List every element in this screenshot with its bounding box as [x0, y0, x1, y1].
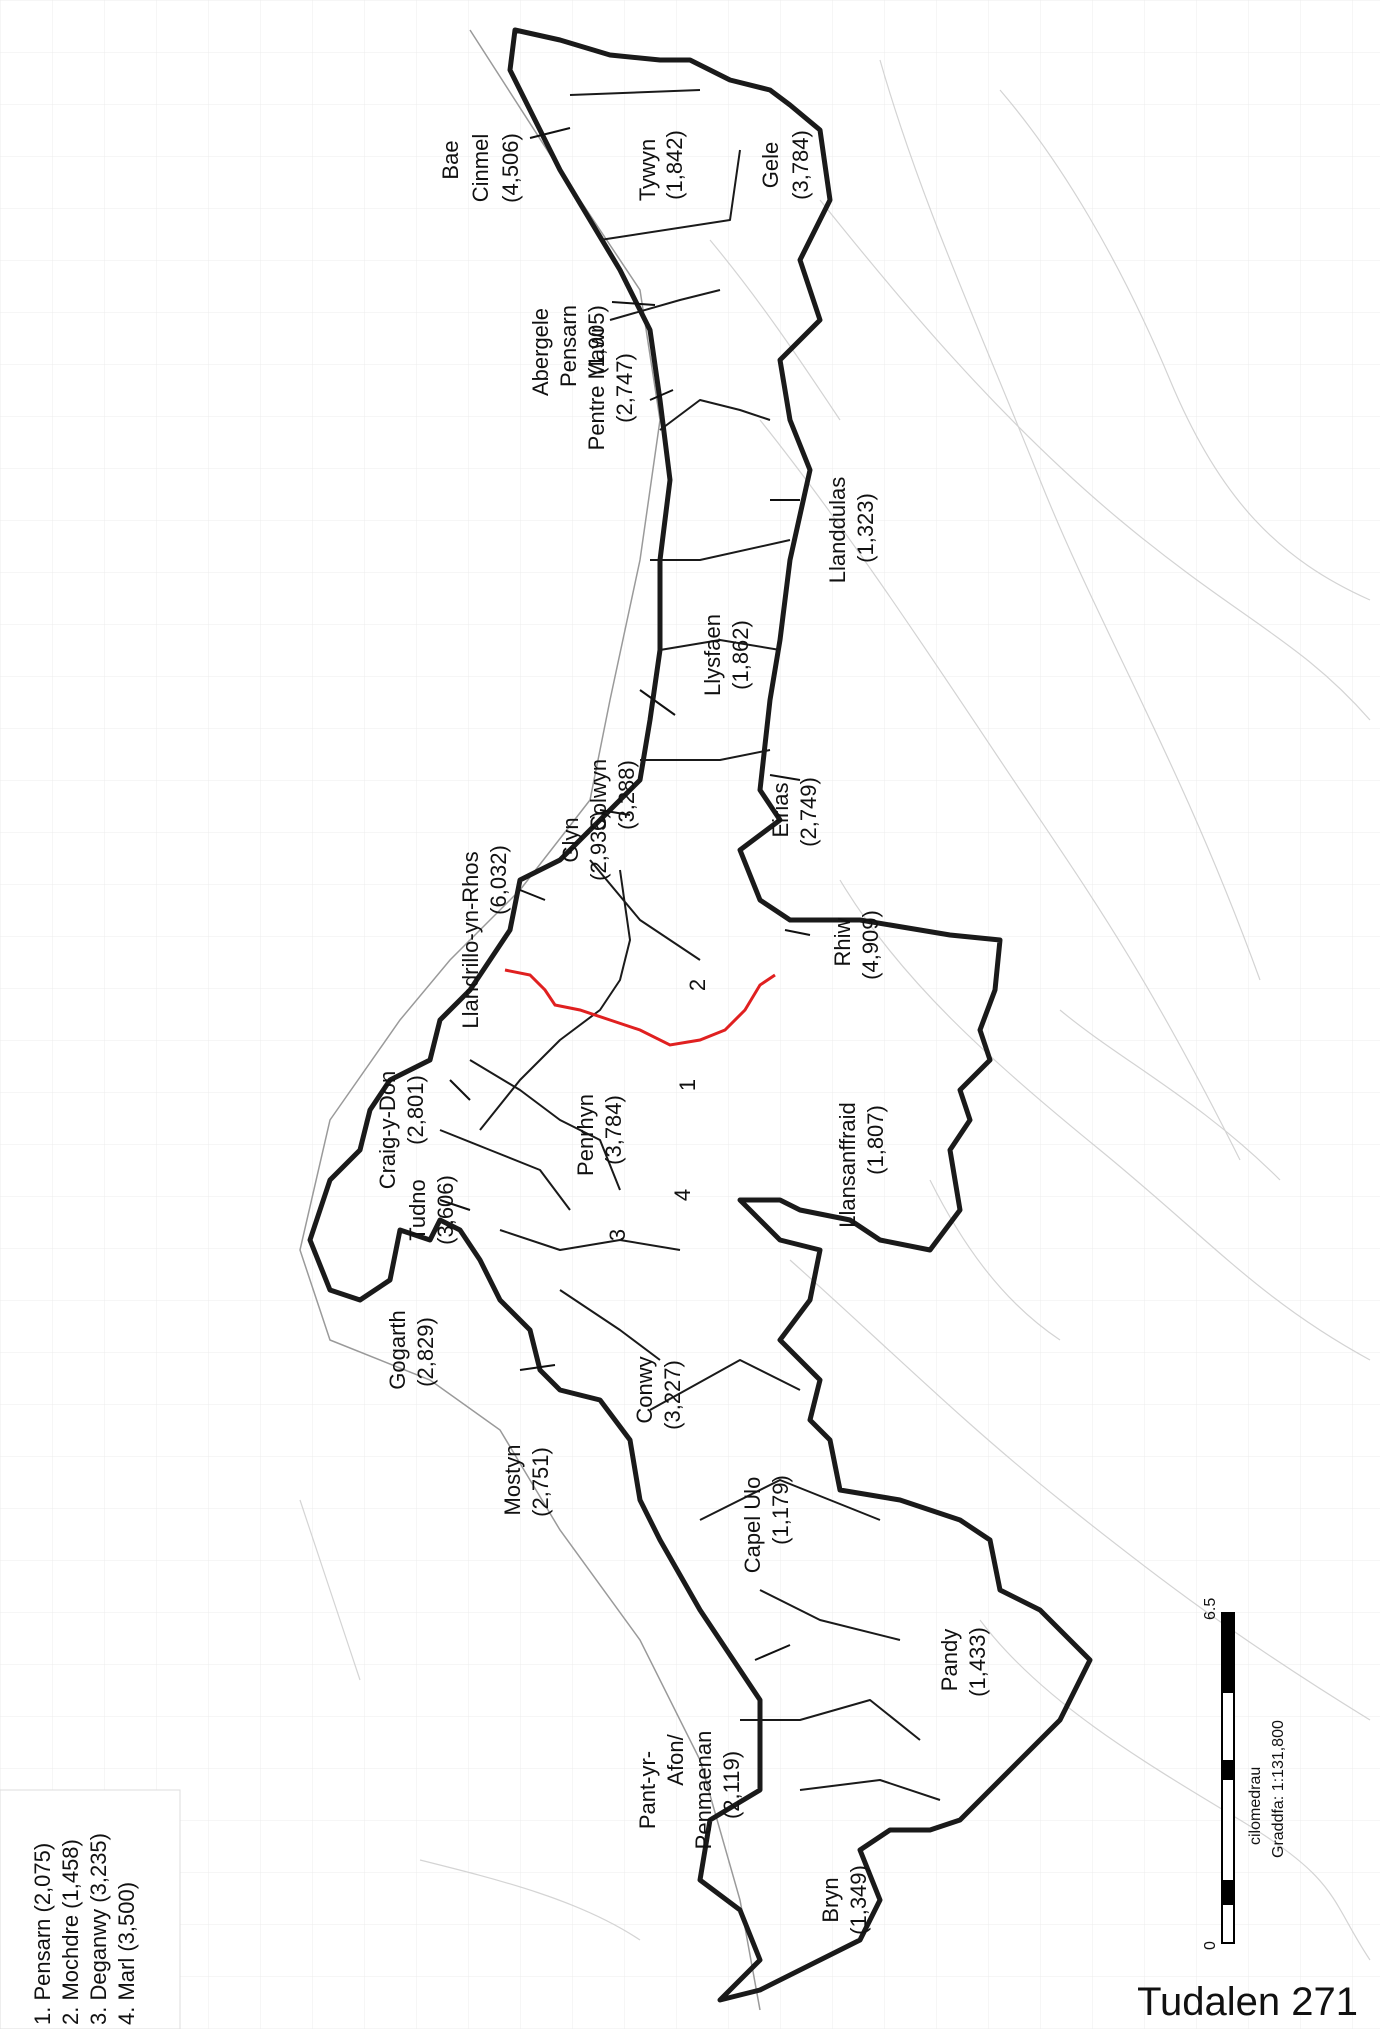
ward-label-abergele-pensarn-name: Abergele [528, 308, 553, 396]
scale-unit-label: cilomedrau [1247, 1767, 1264, 1845]
ward-label-penrhyn-name: Penrhyn [573, 1094, 598, 1176]
ward-label-pant-yr-afon-name: Pant-yr- [635, 1751, 660, 1829]
ward-label-tywyn-pop: (1,842) [662, 130, 687, 200]
ward-number-4: 4 [670, 1189, 695, 1201]
ward-label-bae-cinmel-pop: (4,506) [498, 133, 523, 203]
ward-label-glyn-pop: (2,935) [586, 811, 611, 881]
ward-label-bryn-pop: (1,349) [846, 1865, 871, 1935]
ward-number-3: 3 [605, 1229, 630, 1241]
legend-item-3: 3. Deganwy (3,235) [86, 1833, 111, 2025]
legend-item-1: 1. Pensarn (2,075) [30, 1843, 55, 2025]
coastline [299, 29, 761, 2011]
scale-seg-3 [1222, 1880, 1234, 1905]
ward-label-colwyn-name: Colwyn [586, 759, 611, 831]
ward-label-gogarth-pop: (2,829) [413, 1317, 438, 1387]
legend-item-4: 4. Marl (3,500) [114, 1882, 139, 2025]
ward-label-glyn-name: Glyn [558, 817, 583, 862]
ward-label-pant-yr-afon-name2: Afon/ [663, 1733, 688, 1785]
ward-label-rhiw-pop: (4,909) [858, 910, 883, 980]
ward-label-pandy-name: Pandy [937, 1629, 962, 1691]
ward-label-bae-cinmel-name: Bae [438, 140, 463, 179]
ward-label-llanddulas-pop: (1,323) [853, 493, 878, 563]
scale-seg-1 [1222, 1613, 1234, 1693]
leader-lines [439, 127, 811, 1661]
ward-label-gele-name: Gele [758, 142, 783, 188]
ward-label-eirias-name: Eirias [768, 782, 793, 837]
ward-label-llandrillo-pop: (6,032) [486, 845, 511, 915]
ward-label-craig-y-don-pop: (2,801) [403, 1075, 428, 1145]
ward-label-tywyn-name: Tywyn [635, 139, 660, 201]
legend: 1. Pensarn (2,075) 2. Mochdre (1,458) 3.… [0, 1789, 181, 2029]
ward-label-penrhyn-pop: (3,784) [601, 1095, 626, 1165]
ward-label-llysfaen-pop: (1,862) [728, 620, 753, 690]
ward-label-pant-yr-afon-pop: (2,119) [719, 1751, 744, 1819]
scale-start-label: 0 [1202, 1941, 1219, 1950]
ward-label-bae-cinmel-name2: Cinmel [468, 134, 493, 202]
legend-box [0, 1789, 181, 2029]
ward-label-llandrillo-name: Llandrillo-yn-Rhos [458, 851, 483, 1028]
scale-bar: 6.5 0 cilomedrau Graddfa: 1:131,800 [1202, 1598, 1287, 1950]
ward-label-conwy-name: Conwy [632, 1356, 657, 1423]
ward-label-mostyn-name: Mostyn [500, 1445, 525, 1516]
ward-label-mostyn-pop: (2,751) [528, 1447, 553, 1517]
page-number: Tudalen 271 [1137, 1980, 1358, 2024]
highlight-boundary [504, 968, 776, 1047]
scale-ratio-label: Graddfa: 1:131,800 [1270, 1720, 1287, 1858]
ward-label-capel-ulo-pop: (1,179) [768, 1475, 793, 1545]
ward-label-tudno-pop: (3,606) [433, 1175, 458, 1245]
ward-number-1: 1 [675, 1079, 700, 1091]
ward-label-rhiw-name: Rhiw [830, 917, 855, 966]
ward-label-pandy-pop: (1,433) [965, 1627, 990, 1697]
ward-label-gogarth-name: Gogarth [385, 1310, 410, 1390]
scale-end-label: 6.5 [1202, 1598, 1219, 1620]
ward-boundaries [307, 27, 1093, 2003]
ward-label-abergele-pensarn-pop: (1,905) [584, 305, 609, 375]
ward-label-bryn-name: Bryn [818, 1877, 843, 1922]
ward-label-pentre-mawr-name: Pentre Mawr [584, 326, 609, 451]
ward-label-llanddulas-name: Llanddulas [825, 477, 850, 583]
ward-label-craig-y-don-name: Craig-y-Don [375, 1071, 400, 1190]
ward-label-llansanffraid-name: Llansanffraid [835, 1102, 860, 1228]
ward-label-gele-pop: (3,784) [788, 130, 813, 200]
ward-label-colwyn-pop: (3,288) [614, 760, 639, 830]
ward-label-eirias-pop: (2,749) [796, 777, 821, 847]
ward-label-pentre-mawr-pop: (2,747) [612, 353, 637, 423]
ward-label-conwy-pop: (3,227) [660, 1360, 685, 1430]
basemap [299, 59, 1371, 1961]
ward-label-pant-yr-afon-name3: Penmaenan [691, 1731, 716, 1850]
county-outline [307, 27, 1093, 2003]
legend-item-2: 2. Mochdre (1,458) [58, 1839, 83, 2025]
ward-label-abergele-pensarn-name2: Pensarn [556, 305, 581, 387]
ward-label-llysfaen-name: Llysfaen [700, 614, 725, 696]
ward-label-tudno-name: Tudno [405, 1179, 430, 1241]
scale-seg-2 [1222, 1760, 1234, 1780]
ward-label-capel-ulo-name: Capel Ulo [740, 1477, 765, 1574]
ward-number-2: 2 [685, 979, 710, 991]
ward-label-llansanffraid-pop: (1,807) [863, 1105, 888, 1175]
